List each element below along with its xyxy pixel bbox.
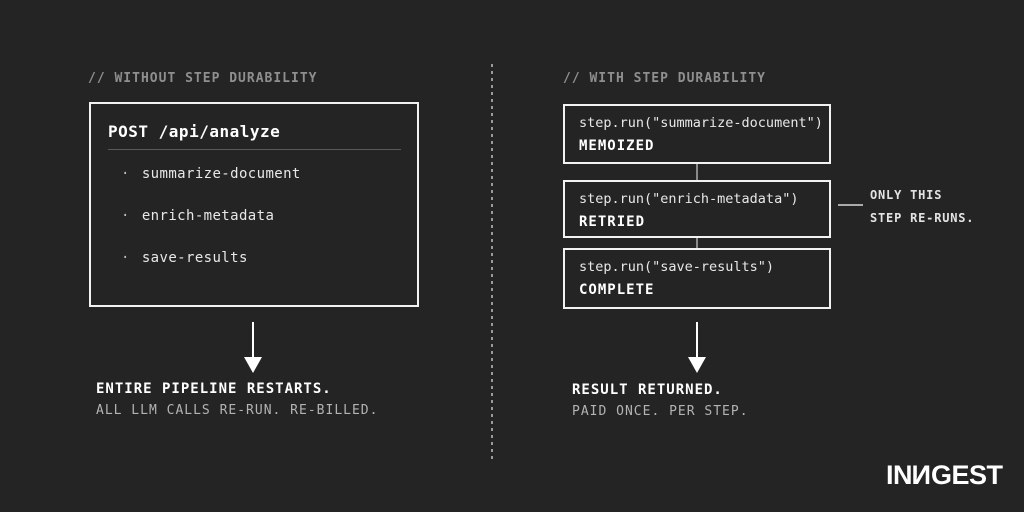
- pipeline-item-enrich-metadata: · enrich-metadata: [121, 208, 274, 224]
- bullet-icon: ·: [121, 208, 130, 224]
- inngest-logo: INNGEST: [886, 460, 1003, 491]
- step-code: step.run("enrich-metadata"): [579, 191, 799, 207]
- down-arrow-line-left: [252, 322, 254, 358]
- down-arrow-line-right: [696, 322, 698, 358]
- step-code: step.run("save-results"): [579, 259, 775, 275]
- step-box-enrich-metadata: step.run("enrich-metadata") RETRIED: [563, 180, 831, 238]
- request-box-divider: [108, 149, 401, 150]
- down-arrow-head-left: [244, 357, 262, 373]
- callout-text-line1: ONLY THIS: [870, 188, 943, 202]
- step-connector-line: [696, 238, 698, 248]
- callout-text-line2: STEP RE-RUNS.: [870, 211, 975, 225]
- pipeline-item-summarize-document: · summarize-document: [121, 166, 301, 182]
- step-box-save-results: step.run("save-results") COMPLETE: [563, 248, 831, 309]
- step-status-memoized: MEMOIZED: [579, 138, 655, 154]
- step-box-summarize-document: step.run("summarize-document") MEMOIZED: [563, 104, 831, 164]
- left-column-header: // WITHOUT STEP DURABILITY: [88, 71, 318, 86]
- step-status-complete: COMPLETE: [579, 282, 655, 298]
- logo-part-flipped-n: N: [912, 460, 931, 490]
- callout-connector-line: [838, 204, 863, 206]
- dotted-divider: [491, 64, 493, 463]
- logo-part-suffix: GEST: [931, 460, 1003, 490]
- down-arrow-head-right: [688, 357, 706, 373]
- pipeline-item-label: save-results: [141, 250, 248, 266]
- pipeline-item-label: enrich-metadata: [141, 208, 275, 224]
- request-title: POST /api/analyze: [108, 122, 281, 141]
- right-caption-secondary: PAID ONCE. PER STEP.: [572, 404, 749, 419]
- bullet-icon: ·: [121, 166, 130, 182]
- left-caption-secondary: ALL LLM CALLS RE-RUN. RE-BILLED.: [96, 403, 379, 418]
- bullet-icon: ·: [121, 250, 130, 266]
- pipeline-item-save-results: · save-results: [121, 250, 248, 266]
- step-connector-line: [696, 164, 698, 180]
- step-status-retried: RETRIED: [579, 214, 646, 230]
- step-code: step.run("summarize-document"): [579, 115, 823, 131]
- pipeline-item-label: summarize-document: [141, 166, 301, 182]
- right-caption-primary: RESULT RETURNED.: [572, 382, 723, 398]
- request-pipeline-box: POST /api/analyze · summarize-document · e…: [89, 102, 419, 307]
- left-caption-primary: ENTIRE PIPELINE RESTARTS.: [96, 381, 332, 397]
- right-column-header: // WITH STEP DURABILITY: [563, 71, 767, 86]
- logo-part-prefix: IN: [886, 460, 913, 490]
